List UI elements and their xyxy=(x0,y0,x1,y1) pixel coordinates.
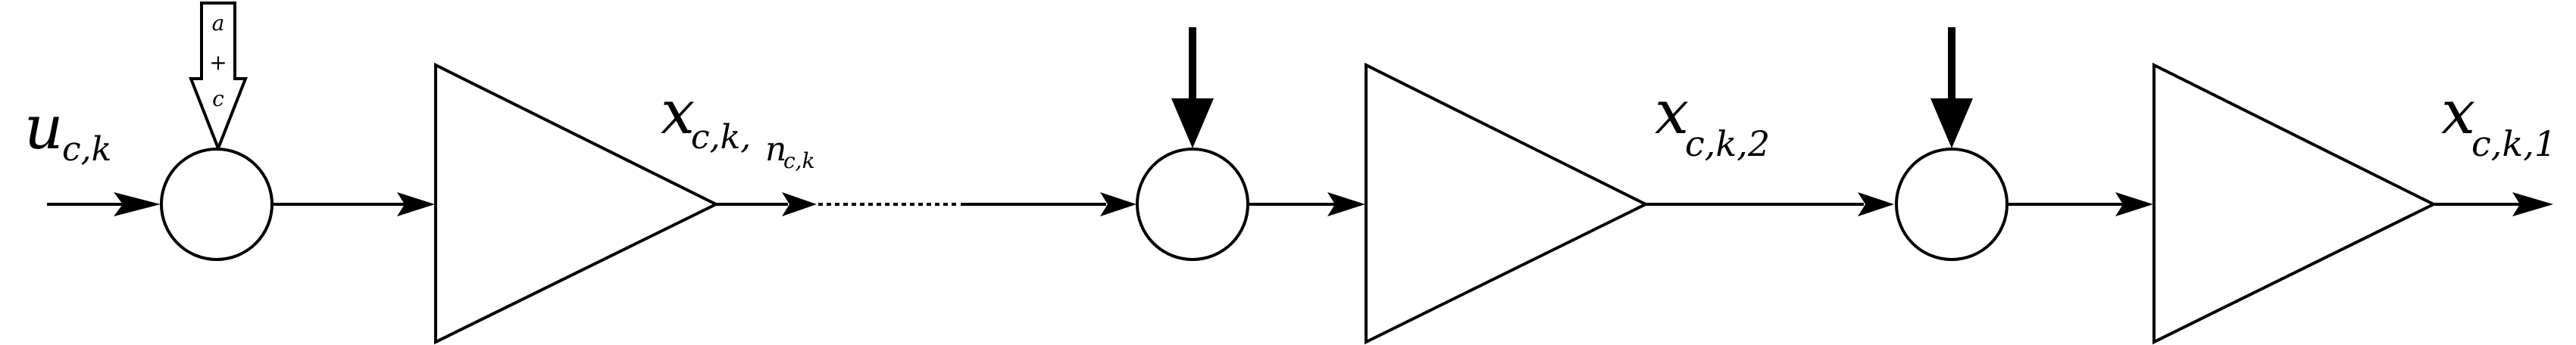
disturbance-arrow-3 xyxy=(1930,27,1973,148)
input-label: u c,k xyxy=(24,92,111,169)
output-arrow xyxy=(2434,192,2553,216)
state-label-1-sub: c,k,1 xyxy=(2471,123,2556,164)
hollow-input-arrow: a + c xyxy=(189,2,248,153)
state-label-1: x c,k,1 xyxy=(2441,77,2556,164)
state-label-n: x c,k, n c,k xyxy=(661,77,815,173)
summing-junction-3 xyxy=(1895,148,2009,261)
input-label-main: u xyxy=(24,92,64,163)
state-label-2-main: x xyxy=(1655,77,1689,148)
arrow-to-junction-2 xyxy=(961,192,1136,216)
input-label-sub: c,k xyxy=(62,130,111,169)
arrow-junction3-to-gain3 xyxy=(2007,192,2153,216)
arrow-junction2-to-gain2 xyxy=(1248,192,1365,216)
input-arrow xyxy=(47,192,161,216)
state-label-2: x c,k,2 xyxy=(1655,77,1770,164)
gain-block-2 xyxy=(1365,62,1649,345)
arrow-gain1-out xyxy=(716,192,817,216)
adder-input-a: a xyxy=(212,11,225,36)
state-label-n-sub: c,k, xyxy=(691,118,751,157)
disturbance-arrow-2 xyxy=(1171,27,1214,148)
summing-junction-2 xyxy=(1136,148,1249,261)
state-label-n-main: x xyxy=(661,77,695,148)
summing-junction-1 xyxy=(160,148,274,261)
arrow-junction1-to-gain1 xyxy=(272,192,435,216)
adder-input-c: c xyxy=(212,86,224,111)
state-label-n-subsub-sub: c,k xyxy=(783,148,815,173)
state-label-2-sub: c,k,2 xyxy=(1685,123,1770,164)
arrow-gain2-to-junction3 xyxy=(1646,192,1894,216)
gain-block-3 xyxy=(2152,62,2437,345)
adder-input-plus: + xyxy=(209,50,227,75)
state-label-1-main: x xyxy=(2441,77,2475,148)
gain-block-1 xyxy=(434,62,720,345)
state-label-n-subsub: n xyxy=(765,130,786,169)
